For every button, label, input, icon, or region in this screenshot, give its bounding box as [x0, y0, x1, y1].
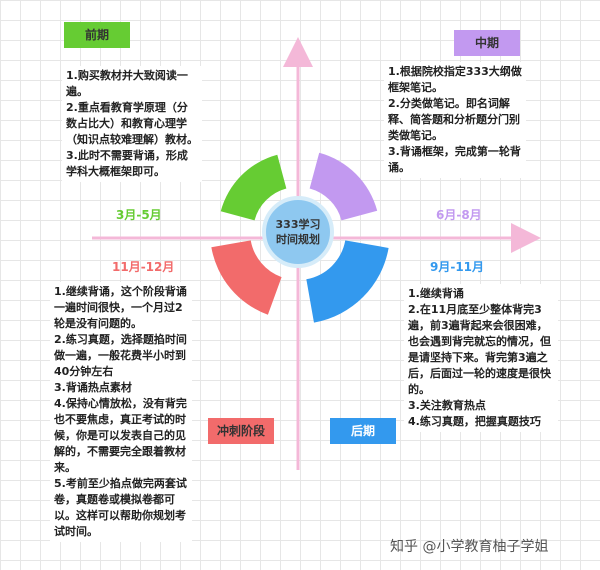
mid-phase-date: 6月-8月 [436, 208, 482, 222]
list-item: 3.关注教育热点 [408, 399, 486, 412]
late-phase-date: 9月-11月 [430, 260, 485, 274]
list-item: 4.保持心情放松，没有背完也不要焦虑，真正考试的时候，你是可以发表自己的见解的，… [54, 397, 187, 474]
late-phase-text: 1.继续背诵 2.在11月底至少整体背完3遍，前3遍背起来会很困难，也会遇到背完就… [404, 284, 558, 432]
list-item: 4.练习真题，把握真题技巧 [408, 415, 541, 428]
list-item: 5.考前至少掐点做完两套试卷，真题卷或模拟卷都可以。这样可以帮助你规划考试时间。 [54, 477, 187, 538]
arc-top-right [309, 152, 378, 221]
list-item: 2.在11月底至少整体背完3遍，前3遍背起来会很困难，也会遇到背完就忘的情况，但… [408, 303, 551, 396]
arc-bottom-right [306, 240, 389, 323]
sprint-phase-date: 11月-12月 [112, 260, 175, 274]
sprint-phase-text: 1.继续背诵，这个阶段背诵一遍时间很快，一个月过2轮是没有问题的。2.练习真题，… [50, 282, 192, 542]
mid-phase-text: 1.根据院校指定333大纲做框架笔记。 2.分类做笔记。即名词解释、简答题和分析题… [384, 62, 526, 178]
list-item: 1.继续背诵，这个阶段背诵一遍时间很快，一个月过2轮是没有问题的。 [54, 285, 187, 330]
late-phase-tag: 后期 [330, 418, 396, 444]
arc-bottom-left [211, 240, 282, 315]
arc-top-left [220, 154, 287, 221]
sprint-phase-tag: 冲刺阶段 [208, 418, 274, 444]
center-circle: 333学习时间规划 [262, 196, 334, 268]
early-phase-text: 1.购买教材并大致阅读一遍。 2.重点看教育学原理（分数占比大）和教育心理学（知识… [62, 66, 202, 182]
list-item: 3.此时不需要背诵，形成学科大概框架即可。 [66, 149, 188, 178]
list-item: 1.根据院校指定333大纲做框架笔记。 [388, 65, 522, 94]
center-title: 333学习时间规划 [275, 218, 321, 246]
list-item: 2.重点看教育学原理（分数占比大）和教育心理学（知识点较难理解）教材。 [66, 101, 198, 146]
list-item: 2.练习真题，选择题掐时间做一遍，一般花费半小时到40分钟左右 [54, 333, 187, 378]
early-phase-date: 3月-5月 [116, 208, 162, 222]
mid-phase-tag: 中期 [454, 30, 520, 56]
list-item: 1.继续背诵 [408, 287, 464, 300]
watermark: 知乎 @小学教育柚子学姐 [390, 539, 549, 555]
list-item: 3.背诵框架，完成第一轮背诵。 [388, 145, 521, 174]
early-phase-tag: 前期 [64, 22, 130, 48]
list-item: 3.背诵热点素材 [54, 381, 132, 394]
list-item: 1.购买教材并大致阅读一遍。 [66, 69, 188, 98]
list-item: 2.分类做笔记。即名词解释、简答题和分析题分门别类做笔记。 [388, 97, 520, 142]
